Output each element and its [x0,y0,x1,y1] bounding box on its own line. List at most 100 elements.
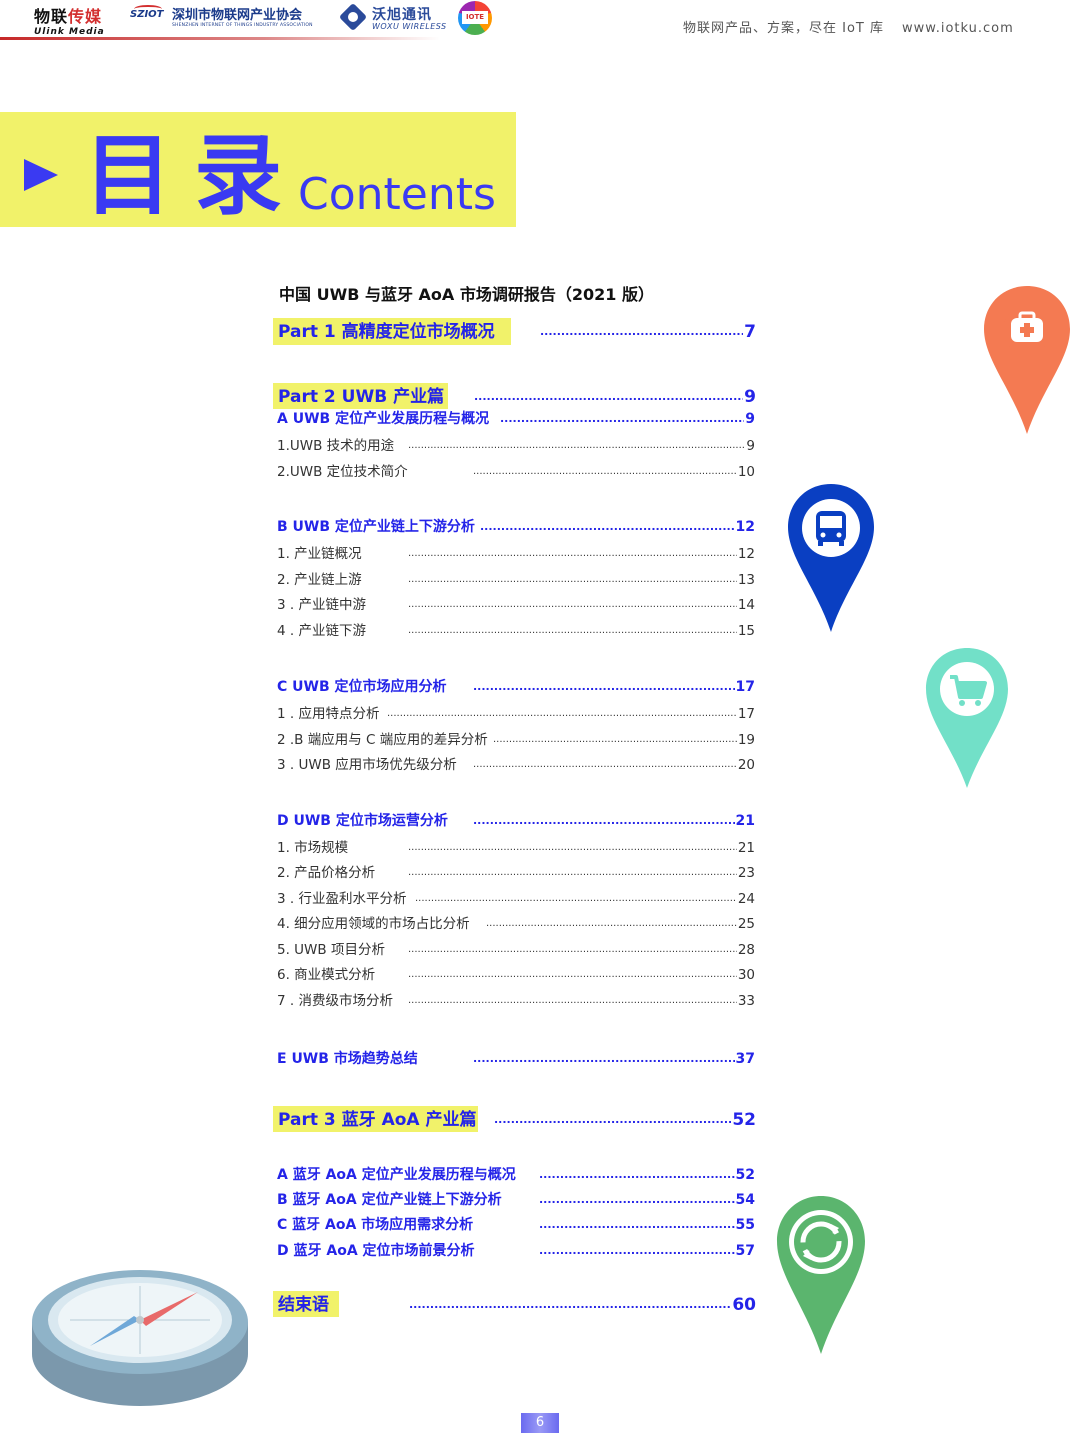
toc-entry[interactable]: 7 . 消费级市场分析33 [277,990,755,1012]
toc-entry[interactable]: E UWB 市场趋势总结37 [277,1048,755,1070]
toc-entry-label: A 蓝牙 AoA 定位产业发展历程与概况 [277,1167,516,1183]
toc-entry[interactable]: 1 . 应用特点分析 17 [277,703,755,725]
sziot-mark: SZIOT [130,5,164,20]
toc-entry[interactable]: 1. 市场规模 21 [277,837,755,859]
woxu-en: WOXU WIRELESS [372,22,447,31]
toc-leader-dots [408,862,737,884]
toc-entry[interactable]: Part 3 蓝牙 AoA 产业篇52 [278,1106,756,1134]
toc-entry[interactable]: 2. 产业链上游 13 [277,569,755,591]
toc-leader-dots [539,1189,735,1211]
toc-entry-page: 52 [735,1167,755,1183]
toc-entry-page: 60 [732,1295,756,1315]
site-url[interactable]: www.iotku.com [902,21,1014,36]
toc-leader-dots [408,594,737,616]
toc-entry[interactable]: 4 . 产业链下游15 [277,620,755,642]
toc-entry[interactable]: B 蓝牙 AoA 定位产业链上下游分析 54 [277,1189,755,1211]
part1-highlight [273,318,511,345]
ulink-media-logo: 物联传媒 Ulink Media [34,3,112,37]
closing-highlight [273,1291,339,1317]
toc-entry-label: 2. 产业链上游 [277,572,362,588]
toc-entry[interactable]: 2.UWB 定位技术简介 10 [277,461,755,483]
toc-leader-dots [539,1214,735,1236]
toc-entry[interactable]: Part 2 UWB 产业篇9 [278,383,756,411]
toc-entry-label: 1 . 应用特点分析 [277,706,380,722]
toc-entry[interactable]: 3 . 产业链中游14 [277,594,755,616]
toc-entry-label: 1. 市场规模 [277,840,349,856]
toc-entry-page: 23 [737,865,755,881]
toc-entry[interactable]: 2 .B 端应用与 C 端应用的差异分析19 [277,729,755,751]
toc-entry-page: 54 [735,1192,755,1208]
toc-entry[interactable]: 3 . UWB 应用市场优先级分析20 [277,754,755,776]
toc-leader-dots [474,383,743,411]
toc-entry[interactable]: A 蓝牙 AoA 定位产业发展历程与概况 52 [277,1164,755,1186]
toc-entry-label: 5. UWB 项目分析 [277,942,385,958]
toc-entry[interactable]: C UWB 定位市场应用分析17 [277,676,755,698]
toc-entry-page: 9 [746,438,755,454]
toc-entry-page: 7 [744,322,756,342]
toc-entry[interactable]: C 蓝牙 AoA 市场应用需求分析55 [277,1214,755,1236]
toc-entry[interactable]: 结束语60 [278,1291,756,1319]
toc-entry-page: 9 [744,387,756,407]
toc-entry-page: 9 [745,411,755,427]
toc-entry-label: B 蓝牙 AoA 定位产业链上下游分析 [277,1192,502,1208]
toc-entry-label: Part 3 蓝牙 AoA 产业篇 [278,1110,477,1130]
toc-entry-page: 28 [737,942,755,958]
toc-entry[interactable]: 2. 产品价格分析23 [277,862,755,884]
toc-leader-dots [408,964,737,986]
toc-entry-page: 12 [735,519,755,535]
woxu-logo: 沃旭通讯 WOXU WIRELESS [338,2,446,32]
toc-leader-dots [486,913,737,935]
toc-leader-dots [387,703,737,725]
toc-entry[interactable]: A UWB 定位产业发展历程与概况9 [277,408,755,430]
toc-entry-label: 4. 细分应用领域的市场占比分析 [277,916,470,932]
iote-logo: IOTE [458,1,492,35]
page-header: 物联传媒 Ulink Media SZIOT 深圳市物联网产业协会 SHENZH… [0,0,1080,40]
toc-leader-dots [500,408,744,430]
logo1-cn-b: 传媒 [68,7,103,26]
toc-entry[interactable]: 3 . 行业盈利水平分析24 [277,888,755,910]
toc-entry-page: 12 [737,546,755,562]
toc-entry-page: 21 [737,840,755,856]
toc-leader-dots [408,569,737,591]
title-band [0,112,516,227]
toc-entry-page: 17 [737,706,755,722]
toc-leader-dots [473,1048,735,1070]
report-title: 中国 UWB 与蓝牙 AoA 市场调研报告（2021 版） [279,285,654,304]
toc-entry[interactable]: D 蓝牙 AoA 定位市场前景分析57 [277,1240,755,1262]
toc-leader-dots [408,620,737,642]
iote-text: IOTE [462,11,488,24]
toc-entry-label: 2.UWB 定位技术简介 [277,464,408,480]
toc-entry-label: B UWB 定位产业链上下游分析 [277,519,475,535]
toc-entry-label: 3 . 产业链中游 [277,597,366,613]
toc-entry-page: 13 [737,572,755,588]
toc-entry[interactable]: 1. 产业链概况12 [277,543,755,565]
toc-entry[interactable]: 1.UWB 技术的用途9 [277,435,755,457]
toc-leader-dots [473,754,737,776]
toc-entry-label: 2 .B 端应用与 C 端应用的差异分析 [277,732,488,748]
toc-leader-dots [415,888,737,910]
toc-leader-dots [473,676,735,698]
page-number: 6 [521,1413,559,1433]
shopping-cart-pin-icon [926,648,1008,788]
logo1-en: Ulink Media [34,27,105,37]
toc-entry[interactable]: Part 1 高精度定位市场概况7 [278,318,756,346]
toc-entry[interactable]: 6. 商业模式分析30 [277,964,755,986]
toc-entry-label: 3 . 行业盈利水平分析 [277,891,407,907]
toc-entry-label: 7 . 消费级市场分析 [277,993,393,1009]
toc-leader-dots [494,1106,731,1134]
toc-entry[interactable]: B UWB 定位产业链上下游分析 12 [277,516,755,538]
title-en: Contents [298,169,496,220]
toc-entry-label: C 蓝牙 AoA 市场应用需求分析 [277,1217,474,1233]
toc-entry-label: 6. 商业模式分析 [277,967,376,983]
toc-leader-dots [473,810,735,832]
toc-entry-page: 10 [737,464,755,480]
toc-entry-page: 25 [737,916,755,932]
toc-entry-page: 15 [737,623,755,639]
toc-leader-dots [408,990,737,1012]
toc-entry[interactable]: D UWB 定位市场运营分析21 [277,810,755,832]
part3-highlight [273,1106,478,1132]
toc-entry[interactable]: 5. UWB 项目分析 28 [277,939,755,961]
toc-entry-page: 20 [737,757,755,773]
toc-entry[interactable]: 4. 细分应用领域的市场占比分析 25 [277,913,755,935]
